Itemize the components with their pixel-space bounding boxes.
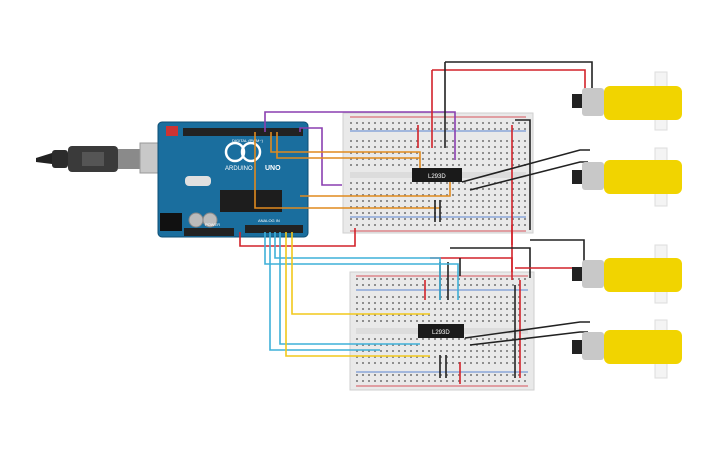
motor-3[interactable] [572, 244, 682, 304]
motor-4[interactable] [572, 319, 682, 379]
crystal-icon [185, 176, 211, 186]
arduino-model: UNO [265, 165, 281, 172]
capacitor-icon [188, 212, 204, 228]
driver-chip-bottom-label: L293D [432, 330, 450, 336]
capacitor-icon [202, 212, 218, 228]
digital-header-label: DIGITAL (PWM~) [232, 138, 264, 143]
wires[interactable] [239, 61, 593, 384]
digital-header [183, 128, 303, 136]
driver-chip-top[interactable] [412, 168, 462, 182]
power-header [184, 228, 234, 236]
analog-header [245, 225, 303, 233]
power-header-label: POWER [205, 222, 220, 227]
driver-chip-top-label: L293D [428, 174, 446, 180]
arduino-brand: ARDUINO [225, 166, 253, 172]
reset-button[interactable] [166, 126, 178, 136]
atmega-chip [220, 190, 282, 212]
motor-1[interactable] [572, 71, 682, 131]
arduino-board[interactable]: ARDUINO UNO DIGITAL (PWM~) POWER ANALOG … [157, 121, 309, 238]
analog-header-label: ANALOG IN [258, 218, 280, 223]
motor-2[interactable] [572, 147, 682, 207]
power-jack [160, 213, 182, 231]
breadboard-top[interactable]: L293D [342, 112, 534, 234]
breadboard-bottom[interactable]: L293D [349, 271, 535, 391]
driver-chip-bottom[interactable] [418, 324, 464, 338]
arduino-infinity-logo [224, 141, 246, 163]
usb-cable[interactable] [36, 142, 171, 174]
